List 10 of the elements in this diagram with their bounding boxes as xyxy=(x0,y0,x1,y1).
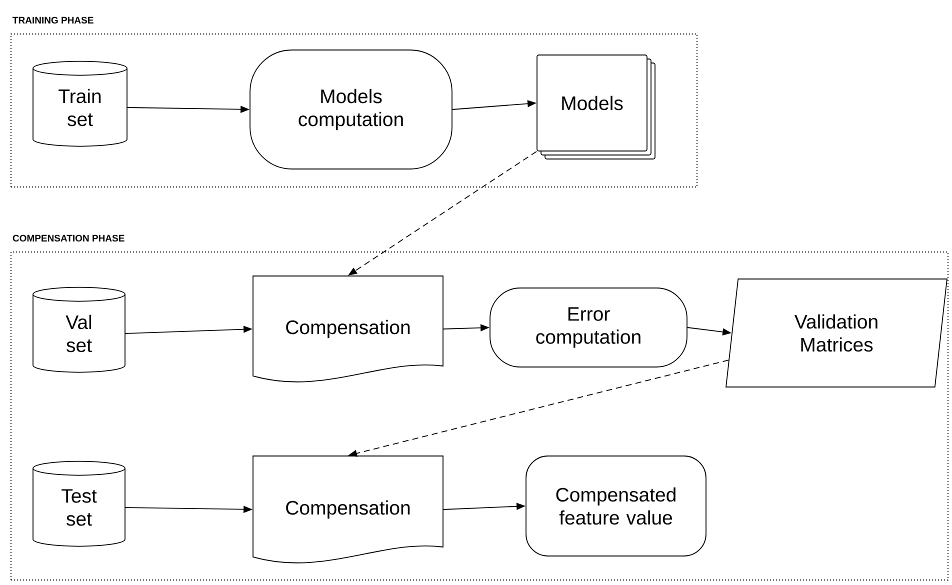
data-parallelogram: Validation Matrices xyxy=(726,278,948,388)
document-stack: Models xyxy=(536,54,656,160)
database-cylinder: Train set xyxy=(32,60,128,147)
database-cylinder: Val set xyxy=(32,286,126,373)
phase-heading: COMPENSATION PHASE xyxy=(12,234,124,242)
phase-heading: TRAINING PHASE xyxy=(12,16,94,24)
rounded-box: Compensated feature value xyxy=(526,456,706,556)
process-terminal: Error computation xyxy=(490,288,688,368)
process-terminal: Models computation xyxy=(250,50,452,170)
database-cylinder: Test set xyxy=(32,460,126,547)
